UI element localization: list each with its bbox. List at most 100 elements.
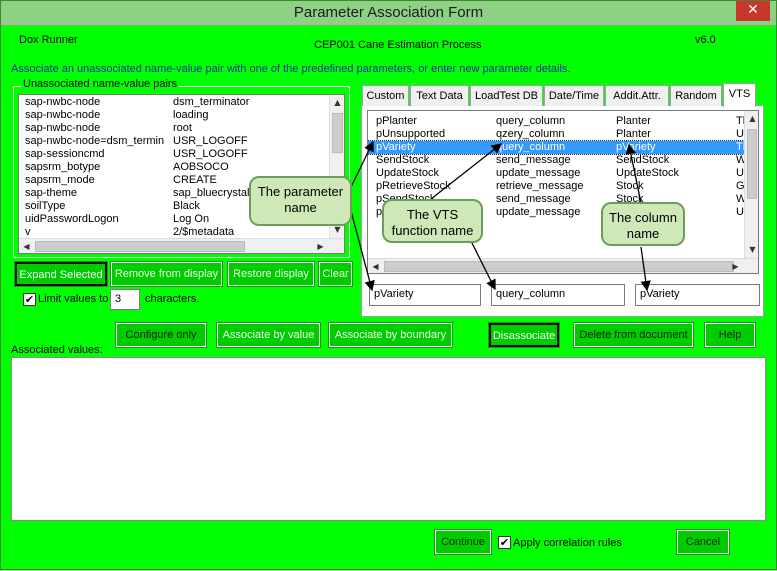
- column-name-callout: The column name: [601, 202, 685, 246]
- pair-value: USR_LOGOFF: [173, 148, 248, 160]
- instructions-text: Associate an unassociated name-value pai…: [11, 63, 571, 75]
- tab-loadtest-db[interactable]: LoadTest DB: [470, 85, 543, 106]
- pair-value: sap_bluecrystal: [173, 187, 250, 199]
- pair-name: sap-nwbc-node: [25, 109, 101, 121]
- apply-correlation-checkbox[interactable]: ✔: [498, 536, 511, 549]
- vts-param-cell: SendStock: [376, 154, 430, 166]
- scroll-right-icon[interactable]: ▶: [732, 262, 739, 271]
- limit-values-input[interactable]: 3: [110, 289, 140, 310]
- pair-value: loading: [173, 109, 209, 121]
- limit-values-checkbox[interactable]: ✔: [23, 293, 36, 306]
- characters-label: characters.: [145, 293, 200, 305]
- restore-display-button[interactable]: Restore display: [227, 261, 315, 287]
- pair-name: uidPasswordLogon: [25, 213, 119, 225]
- pairs-horizontal-scrollbar[interactable]: ◀ ▶: [19, 238, 344, 253]
- pair-name: sap-nwbc-node: [25, 96, 101, 108]
- vts-function-cell: retrieve_message: [496, 180, 584, 192]
- associated-values-label: Associated values:: [11, 344, 103, 356]
- vts-function-cell: update_message: [496, 206, 581, 218]
- apply-correlation-label: Apply correlation rules: [513, 537, 622, 549]
- vts-function-cell: send_message: [496, 193, 571, 205]
- vts-row[interactable]: UpdateStockupdate_messageUpdateStockUpda…: [368, 167, 758, 180]
- scroll-left-icon[interactable]: ◀: [23, 242, 30, 251]
- window-title: Parameter Association Form: [293, 4, 484, 21]
- scroll-thumb[interactable]: [747, 129, 757, 199]
- parameter-name-field[interactable]: pVariety: [369, 284, 481, 306]
- pair-value: 2/$metadata: [173, 226, 235, 238]
- unassociated-group-label: Unassociated name-value pairs: [21, 78, 180, 90]
- tab-text-data[interactable]: Text Data: [410, 85, 469, 106]
- associate-by-value-button[interactable]: Associate by value: [216, 322, 321, 348]
- vts-param-cell: pVariety: [376, 141, 416, 153]
- pair-name: sap-nwbc-node=dsm_termin: [25, 135, 165, 147]
- scroll-left-icon[interactable]: ◀: [372, 262, 379, 271]
- scroll-thumb[interactable]: [35, 241, 245, 252]
- configure-only-button[interactable]: Configure only: [115, 322, 207, 348]
- app-name: Dox Runner: [19, 34, 78, 46]
- vts-param-cell: pRetrieveStock: [376, 180, 451, 192]
- vts-column-cell: pVariety: [616, 141, 656, 153]
- disassociate-button[interactable]: Disassociate: [488, 322, 560, 348]
- column-name-field[interactable]: pVariety: [635, 284, 760, 306]
- limit-values-label: Limit values to: [38, 293, 109, 305]
- tab-addit-attr[interactable]: Addit.Attr.: [605, 85, 669, 106]
- remove-from-display-button[interactable]: Remove from display: [110, 261, 223, 287]
- process-name: CEP001 Cane Estimation Process: [314, 39, 482, 51]
- version-label: v6.0: [695, 34, 716, 46]
- pair-name: sap-theme: [25, 187, 77, 199]
- pair-value: dsm_terminator: [173, 96, 250, 108]
- unassociated-pairs-list[interactable]: sap-nwbc-node dsm_terminator sap-nwbc-node…: [18, 94, 345, 254]
- vts-function-cell: update_message: [496, 167, 581, 179]
- help-button[interactable]: Help: [704, 322, 756, 348]
- scroll-right-icon[interactable]: ▶: [317, 242, 324, 251]
- tab-date-time[interactable]: Date/Time: [544, 85, 604, 106]
- vts-param-cell: UpdateStock: [376, 167, 439, 179]
- pair-value: Black: [173, 200, 200, 212]
- close-button[interactable]: ✕: [736, 1, 770, 21]
- associated-values-list[interactable]: [11, 357, 766, 521]
- vts-function-field[interactable]: query_column: [491, 284, 625, 306]
- tab-custom[interactable]: Custom: [362, 85, 409, 106]
- pair-value: USR_LOGOFF: [173, 135, 248, 147]
- scroll-down-icon[interactable]: ▼: [749, 245, 756, 254]
- pair-name: soilType: [25, 200, 66, 212]
- pair-name: sapsrm_botype: [25, 161, 101, 173]
- continue-button[interactable]: Continue: [434, 529, 492, 555]
- delete-from-document-button[interactable]: Delete from document: [573, 322, 694, 348]
- associate-by-boundary-button[interactable]: Associate by boundary: [328, 322, 453, 348]
- pair-name: v: [25, 226, 31, 238]
- vts-column-cell: UpdateStock: [616, 167, 679, 179]
- expand-selected-button[interactable]: Expand Selected: [14, 261, 108, 287]
- vts-function-cell: query_column: [496, 115, 566, 127]
- scroll-thumb[interactable]: [384, 261, 734, 272]
- vts-param-cell: pUnsupported: [376, 128, 446, 140]
- scroll-up-icon[interactable]: ▲: [334, 98, 341, 107]
- vts-function-cell: query_column: [496, 141, 566, 153]
- scroll-down-icon[interactable]: ▼: [334, 225, 341, 234]
- vts-vertical-scrollbar[interactable]: ▲ ▼: [744, 111, 758, 258]
- tab-vts[interactable]: VTS: [723, 83, 756, 107]
- pair-name: sapsrm_mode: [25, 174, 95, 186]
- vts-function-cell: qzery_column: [496, 128, 565, 140]
- cancel-button[interactable]: Cancel: [676, 529, 730, 555]
- vts-horizontal-scrollbar[interactable]: ◀ ▶: [368, 258, 758, 273]
- vts-param-cell: pPlanter: [376, 115, 417, 127]
- pair-name: sap-sessioncmd: [25, 148, 105, 160]
- tab-random[interactable]: Random: [670, 85, 722, 106]
- vts-column-cell: Planter: [616, 115, 651, 127]
- pair-name: sap-nwbc-node: [25, 122, 101, 134]
- clear-button[interactable]: Clear: [318, 261, 353, 287]
- pair-value: CREATE: [173, 174, 217, 186]
- scroll-thumb[interactable]: [332, 113, 343, 153]
- scroll-up-icon[interactable]: ▲: [749, 114, 756, 123]
- pair-value: Log On: [173, 213, 210, 225]
- vts-column-cell: Planter: [616, 128, 651, 140]
- vts-column-cell: Stock: [616, 180, 644, 192]
- pair-value: root: [173, 122, 192, 134]
